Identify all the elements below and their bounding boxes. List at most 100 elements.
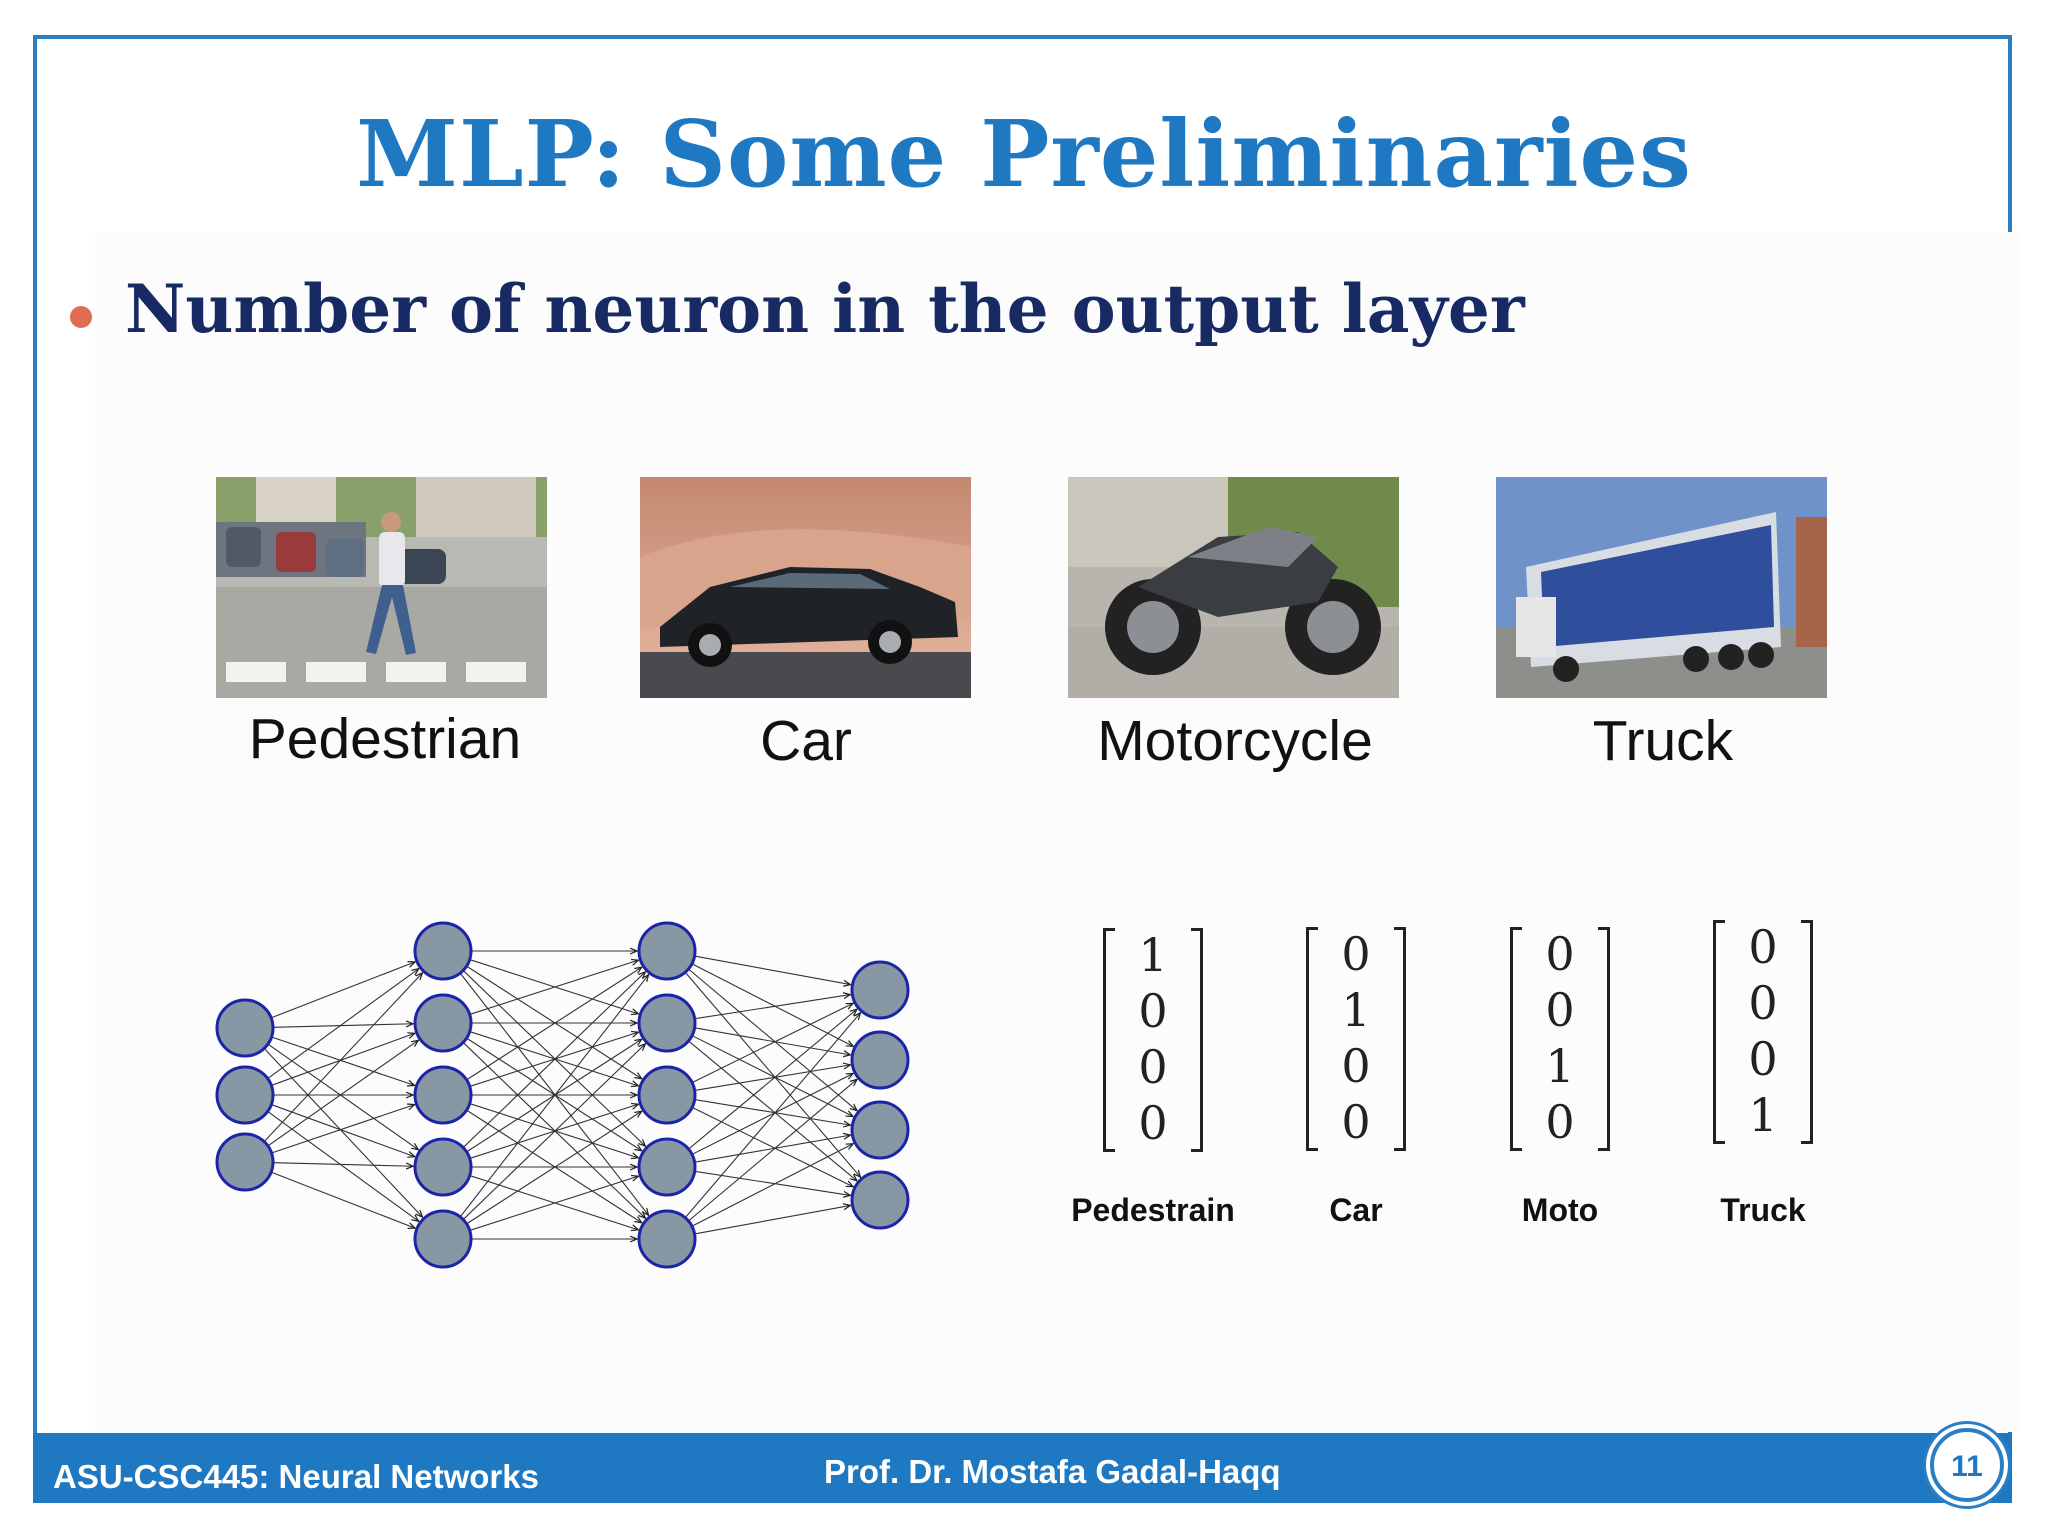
bullet-text: Number of neuron in the output layer	[125, 270, 1525, 348]
connection-edge	[466, 1111, 642, 1225]
connection-edge	[694, 1170, 851, 1195]
vector-value: 0	[1341, 927, 1371, 981]
vector-value: 1	[1545, 1039, 1575, 1093]
footer-instructor: Prof. Dr. Mostafa Gadal-Haqq	[824, 1453, 1281, 1490]
connection-edge	[270, 962, 415, 1019]
connection-edge	[263, 1048, 422, 1217]
connection-edge	[691, 1106, 853, 1186]
left-bracket	[1306, 927, 1318, 1151]
neuron-node-layer-2	[413, 921, 473, 981]
vector-value: 0	[1545, 927, 1575, 981]
right-bracket	[1801, 920, 1813, 1144]
connection-edge	[469, 1176, 639, 1231]
vector-value: 0	[1748, 976, 1778, 1030]
vector-label-truck: Truck	[1720, 1192, 1806, 1228]
connection-edge	[694, 1205, 851, 1235]
page-number: 11	[1951, 1450, 1983, 1483]
vector-value: 1	[1138, 928, 1168, 982]
connection-edge	[267, 1040, 419, 1147]
vector-value: 0	[1341, 1095, 1371, 1149]
vector-value: 0	[1545, 1095, 1575, 1149]
vector-label-moto: Moto	[1521, 1192, 1599, 1228]
neuron-node-layer-2	[413, 1065, 473, 1125]
connection-edge	[688, 1040, 857, 1181]
neuron-node-layer-4	[850, 1030, 910, 1090]
connection-edge	[267, 969, 419, 1079]
connection-edge	[272, 1162, 413, 1167]
connection-edge	[694, 1098, 851, 1126]
connection-edge	[459, 975, 648, 1218]
connection-edge	[469, 1175, 639, 1230]
right-bracket	[1598, 927, 1610, 1151]
page-number-badge: 11	[1930, 1428, 2004, 1502]
right-bracket	[1191, 928, 1203, 1152]
neuron-node-layer-4	[850, 1170, 910, 1230]
vector-value: 0	[1138, 1096, 1168, 1150]
connection-edge	[694, 1027, 851, 1055]
neural-network-diagram	[215, 921, 910, 1269]
connection-edge	[694, 955, 851, 985]
vector-value: 1	[1748, 1088, 1778, 1142]
left-bracket	[1713, 920, 1725, 1144]
connection-edge	[469, 959, 639, 1014]
connection-edge	[691, 1035, 853, 1117]
bullet-icon	[70, 306, 92, 328]
connection-edge	[270, 1171, 415, 1228]
connection-edge	[688, 1079, 857, 1222]
right-bracket	[1394, 927, 1406, 1151]
vector-value: 0	[1748, 1032, 1778, 1086]
connection-edge	[466, 967, 642, 1081]
neuron-node-layer-3	[637, 921, 697, 981]
caption-pedestrian: Pedestrian	[248, 707, 522, 771]
left-bracket	[1510, 927, 1522, 1151]
caption-truck: Truck	[1592, 709, 1734, 773]
neuron-node-layer-4	[850, 960, 910, 1020]
connection-edge	[691, 1073, 853, 1155]
slide-title: MLP: Some Preliminaries	[356, 100, 1692, 208]
connection-edge	[691, 963, 853, 1047]
truck-photo	[1496, 477, 1827, 698]
neuron-node-layer-2	[413, 1209, 473, 1269]
motorcycle-photo	[1068, 477, 1399, 698]
neuron-node-layer-3	[637, 1137, 697, 1197]
vector-value: 0	[1341, 1039, 1371, 1093]
connection-edge	[684, 1013, 860, 1219]
connection-edge	[469, 960, 639, 1015]
connection-edge	[267, 1111, 419, 1221]
connection-edge	[469, 1103, 639, 1158]
neuron-node-layer-1	[215, 998, 275, 1058]
neuron-node-layer-3	[637, 1065, 697, 1125]
connection-edge	[272, 1024, 413, 1028]
neuron-node-layer-3	[637, 1209, 697, 1269]
vector-value: 0	[1748, 920, 1778, 974]
connection-edge	[694, 1065, 851, 1092]
connection-edge	[691, 1003, 853, 1084]
connection-edge	[271, 1104, 414, 1157]
connection-edge	[694, 1135, 851, 1163]
connection-edge	[267, 1043, 419, 1150]
connection-edge	[469, 1031, 639, 1086]
connection-edge	[271, 1033, 414, 1086]
caption-motorcycle: Motorcycle	[1097, 709, 1373, 773]
connection-edge	[694, 995, 851, 1020]
neuron-node-layer-3	[637, 993, 697, 1053]
connection-edge	[462, 972, 645, 1148]
neuron-node-layer-1	[215, 1065, 275, 1125]
connection-edge	[688, 1009, 857, 1150]
vector-label-car: Car	[1329, 1192, 1383, 1228]
connection-edge	[462, 1044, 645, 1220]
vector-value: 0	[1138, 984, 1168, 1038]
connection-edge	[271, 1105, 415, 1154]
left-bracket	[1103, 928, 1115, 1152]
car-photo	[640, 477, 971, 698]
caption-car: Car	[760, 709, 852, 773]
connection-edge	[684, 971, 860, 1177]
vector-value: 1	[1341, 983, 1371, 1037]
vector-value: 0	[1545, 983, 1575, 1037]
vector-value: 0	[1138, 1040, 1168, 1094]
pedestrian-photo	[216, 477, 547, 698]
neuron-node-layer-4	[850, 1100, 910, 1160]
connection-edge	[688, 968, 857, 1111]
neuron-node-layer-2	[413, 993, 473, 1053]
neuron-node-layer-1	[215, 1132, 275, 1192]
